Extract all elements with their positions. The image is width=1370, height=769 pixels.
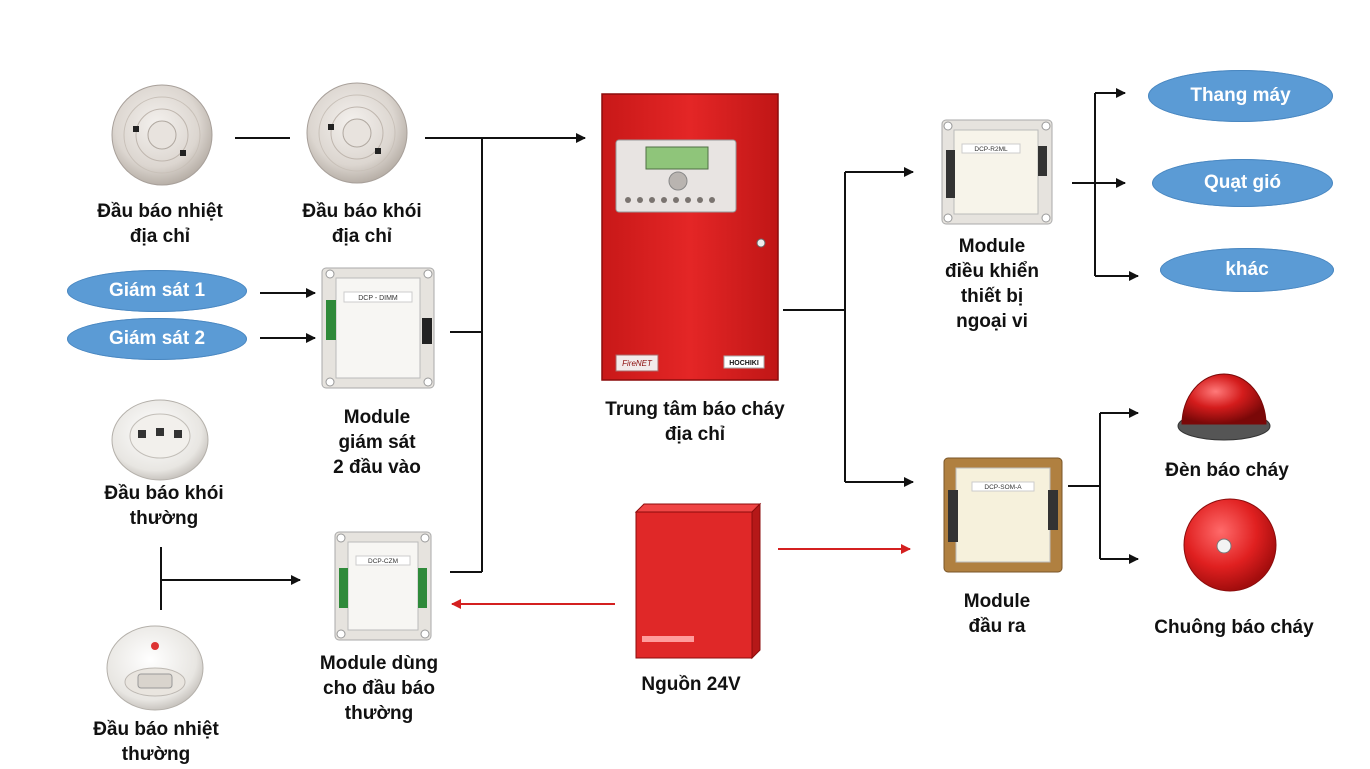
fire-strobe-text: Đèn báo cháy [1165, 460, 1289, 481]
heat-detector-conv-line1: Đầu báo nhiệt [93, 719, 219, 740]
monitor-2-label: Giám sát 2 [108, 328, 206, 349]
power-supply-label: Nguồn 24V [641, 672, 740, 697]
conventional-module-line1: Module dùng [319, 653, 439, 674]
dual-input-module-line3: 2 đầu vào [333, 457, 421, 478]
monitor-2-pill: Giám sát 2 [67, 318, 247, 360]
heat-detector-addr-icon [111, 84, 213, 186]
monitor-1-pill: Giám sát 1 [67, 270, 247, 312]
heat-detector-addr-line1: Đầu báo nhiệt [97, 201, 223, 222]
fire-bell-icon [1183, 498, 1277, 592]
peripheral-control-module-label: Module điều khiển thiết bị ngoại vi [945, 234, 1039, 334]
fan-label: Quạt gió [1203, 172, 1282, 193]
other-label: khác [1225, 259, 1269, 280]
smoke-detector-addr-line2: địa chỉ [331, 226, 393, 247]
heat-detector-addr-label: Đầu báo nhiệt địa chỉ [97, 199, 223, 249]
power-connectors [451, 544, 911, 609]
control-panel-label: Trung tâm báo cháy địa chỉ [605, 397, 784, 447]
heat-detector-addr-line2: địa chỉ [129, 226, 191, 247]
panel-brand-text: FireNET [622, 359, 653, 368]
smoke-detector-addr-label: Đầu báo khói địa chỉ [302, 199, 421, 249]
som-model-text: DCP-SOM-A [984, 484, 1022, 491]
conventional-module-icon: DCP-CZM [334, 531, 432, 641]
smoke-detector-conv-line2: thường [129, 508, 199, 529]
conventional-module-label: Module dùng cho đầu báo thường [320, 651, 438, 726]
smoke-detector-addr-icon [306, 82, 408, 184]
other-pill: khác [1160, 248, 1334, 292]
smoke-detector-conv-label: Đầu báo khói thường [104, 481, 223, 531]
control-panel-line2: địa chỉ [664, 424, 726, 445]
peripheral-control-module-line4: ngoại vi [956, 311, 1028, 332]
peripheral-control-module-line3: thiết bị [960, 286, 1024, 307]
peripheral-control-module-line2: điều khiển [945, 261, 1039, 282]
fan-pill: Quạt gió [1152, 159, 1333, 207]
peripheral-control-module-icon: DCP-R2ML [941, 119, 1053, 225]
elevator-label: Thang máy [1190, 85, 1291, 106]
dual-input-module-icon: DCP - DIMM [321, 267, 435, 389]
output-module-icon: DCP-SOM-A [943, 457, 1063, 573]
smoke-detector-addr-line1: Đầu báo khói [302, 201, 422, 222]
smoke-detector-conv-line1: Đầu báo khói [104, 483, 224, 504]
conventional-module-line3: thường [344, 703, 414, 724]
output-module-label: Module đầu ra [964, 589, 1031, 639]
fire-strobe-icon [1177, 373, 1271, 441]
fire-bell-label: Chuông báo cháy [1154, 615, 1313, 640]
heat-detector-conv-label: Đầu báo nhiệt thường [93, 717, 219, 767]
dimm-model-text: DCP - DIMM [358, 295, 398, 302]
fire-bell-text: Chuông báo cháy [1154, 617, 1314, 638]
fire-strobe-label: Đèn báo cháy [1165, 458, 1289, 483]
power-supply-text: Nguồn 24V [641, 674, 741, 695]
monitor-1-label: Giám sát 1 [108, 280, 206, 301]
heat-detector-conv-icon [106, 625, 204, 711]
dual-input-module-line2: giám sát [338, 432, 416, 453]
control-panel-icon: FireNET HOCHIKI [601, 93, 779, 381]
control-panel-line1: Trung tâm báo cháy [605, 399, 785, 420]
panel-maker-text: HOCHIKI [729, 360, 759, 367]
output-module-line1: Module [963, 591, 1031, 612]
dual-input-module-line1: Module [343, 407, 411, 428]
r2ml-model-text: DCP-R2ML [974, 146, 1008, 153]
power-supply-icon [634, 502, 762, 660]
connectors [160, 88, 1139, 610]
dual-input-module-label: Module giám sát 2 đầu vào [333, 405, 421, 480]
output-module-line2: đầu ra [968, 616, 1026, 637]
czm-model-text: DCP-CZM [368, 558, 398, 565]
smoke-detector-conv-icon [111, 399, 209, 481]
heat-detector-conv-line2: thường [121, 744, 191, 765]
conventional-module-line2: cho đầu báo [323, 678, 435, 699]
peripheral-control-module-line1: Module [958, 236, 1026, 257]
elevator-pill: Thang máy [1148, 70, 1333, 122]
